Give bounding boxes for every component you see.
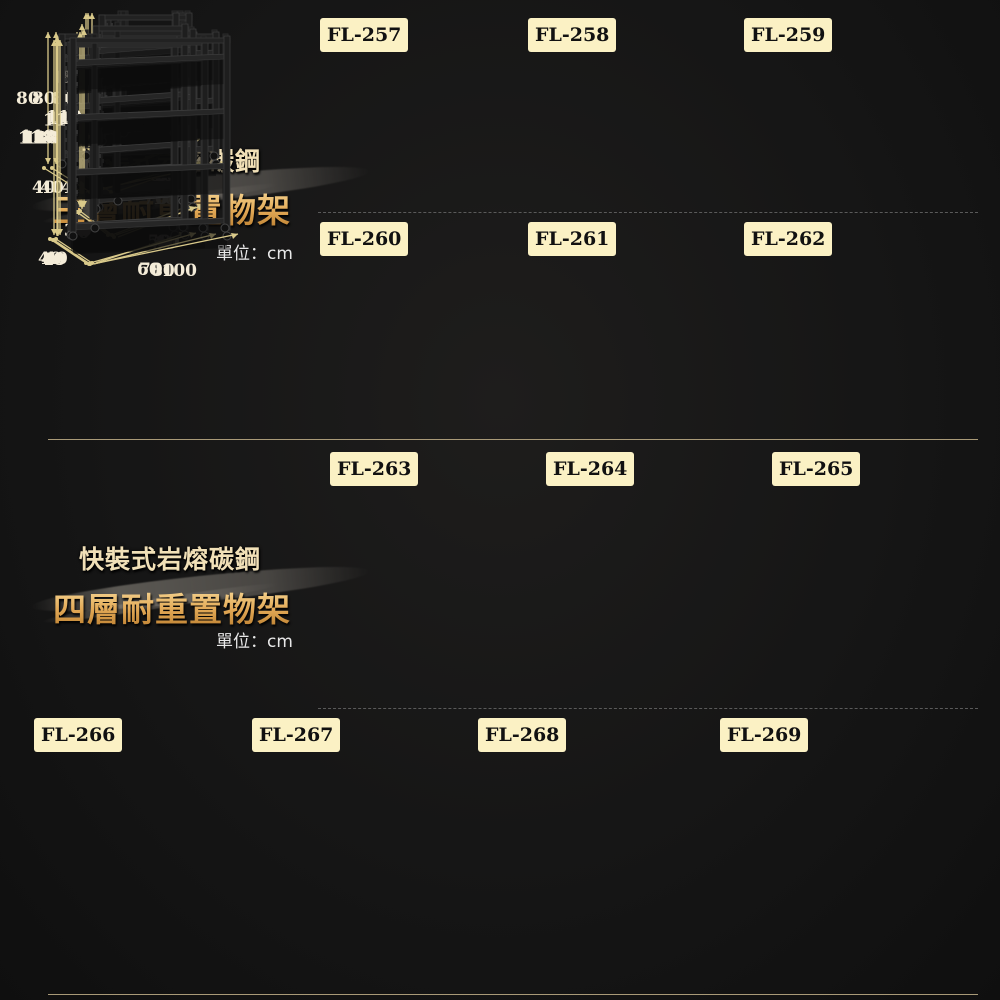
depth-dimension-label: 40 — [41, 250, 65, 270]
divider-section — [48, 439, 978, 440]
height-dimension-label: 118 — [20, 127, 56, 147]
arrow-head — [189, 206, 196, 212]
arrow-head — [79, 203, 85, 209]
height-dimension-label: 118 — [24, 129, 60, 149]
divider-row1 — [318, 212, 978, 213]
model-label: FL-261 — [528, 222, 617, 256]
arrow-head — [51, 238, 55, 242]
arrow-head — [45, 158, 51, 164]
width-dimension-label: 100 — [162, 261, 198, 281]
height-dimension-label: 118 — [18, 129, 54, 149]
section-title-line1: 快裝式岩熔碳鋼 — [79, 545, 262, 574]
arrow-head — [51, 40, 57, 46]
width-dimension-label: 60 — [137, 260, 161, 280]
rack-caster-wheel — [90, 223, 100, 233]
arrow-head — [42, 166, 46, 170]
height-dimension-label: 80 — [32, 89, 56, 109]
rack-caster-wheel — [220, 223, 230, 233]
model-label: FL-260 — [320, 222, 409, 256]
depth-dimension-label: 40 — [42, 250, 66, 270]
rack-top-rail — [69, 37, 231, 44]
arrow-head — [45, 32, 51, 38]
rack-front-post — [223, 35, 231, 231]
depth-dimension-line — [52, 239, 90, 265]
model-label: FL-265 — [772, 452, 861, 486]
arrow-head — [79, 24, 85, 30]
divider-bottom — [48, 994, 978, 995]
model-label: FL-259 — [744, 18, 833, 52]
unit-label: 單位：cm — [216, 244, 293, 264]
width-dimension-label: 80 — [151, 261, 175, 281]
rack-illustration: 118 40 100 — [20, 33, 239, 281]
rack-shelf-shadow — [73, 168, 227, 200]
depth-dimension-label: 40 — [32, 178, 56, 198]
model-label: FL-257 — [320, 18, 409, 52]
product-card-fl-265: 1184050FL-265 — [46, 21, 1000, 672]
height-dimension-label: 80 — [16, 89, 40, 109]
model-label: FL-258 — [528, 18, 617, 52]
rack-shelf-shadow — [73, 113, 227, 145]
product-card-fl-262: 80 40 100 FL-262 — [16, 29, 1000, 442]
arrow-head — [54, 36, 60, 42]
rack-shelf-shadow — [73, 59, 227, 90]
arrow-head — [89, 13, 95, 19]
section-title-line2: 四層耐重置物架 — [53, 583, 291, 631]
height-dimension-label: 118 — [22, 128, 58, 148]
rack-front-post — [69, 37, 77, 233]
arrow-head — [231, 233, 238, 239]
arrow-head — [50, 166, 54, 170]
arrow-head — [54, 230, 60, 236]
model-label: FL-268 — [478, 718, 567, 752]
model-label: FL-269 — [720, 718, 809, 752]
model-label: FL-263 — [330, 452, 419, 486]
model-label: FL-267 — [252, 718, 341, 752]
model-label: FL-266 — [34, 718, 123, 752]
unit-label: 單位：cm — [216, 632, 293, 652]
divider-row3 — [318, 708, 978, 709]
arrow-head — [87, 262, 91, 266]
arrow-head — [83, 13, 89, 19]
rack-caster-wheel — [68, 231, 78, 241]
product-card-fl-259: 804050FL-259 — [56, 10, 1000, 238]
model-label: FL-262 — [744, 222, 833, 256]
model-label: FL-264 — [546, 452, 635, 486]
rack-caster-wheel — [209, 151, 219, 161]
width-dimension-label: 70 — [139, 260, 163, 280]
width-dimension-line — [92, 233, 239, 265]
depth-dimension-label: 40 — [38, 249, 62, 269]
depth-dimension-line — [49, 238, 87, 264]
rack-shelf-shadow — [73, 223, 227, 254]
depth-dimension-label: 40 — [44, 249, 68, 269]
